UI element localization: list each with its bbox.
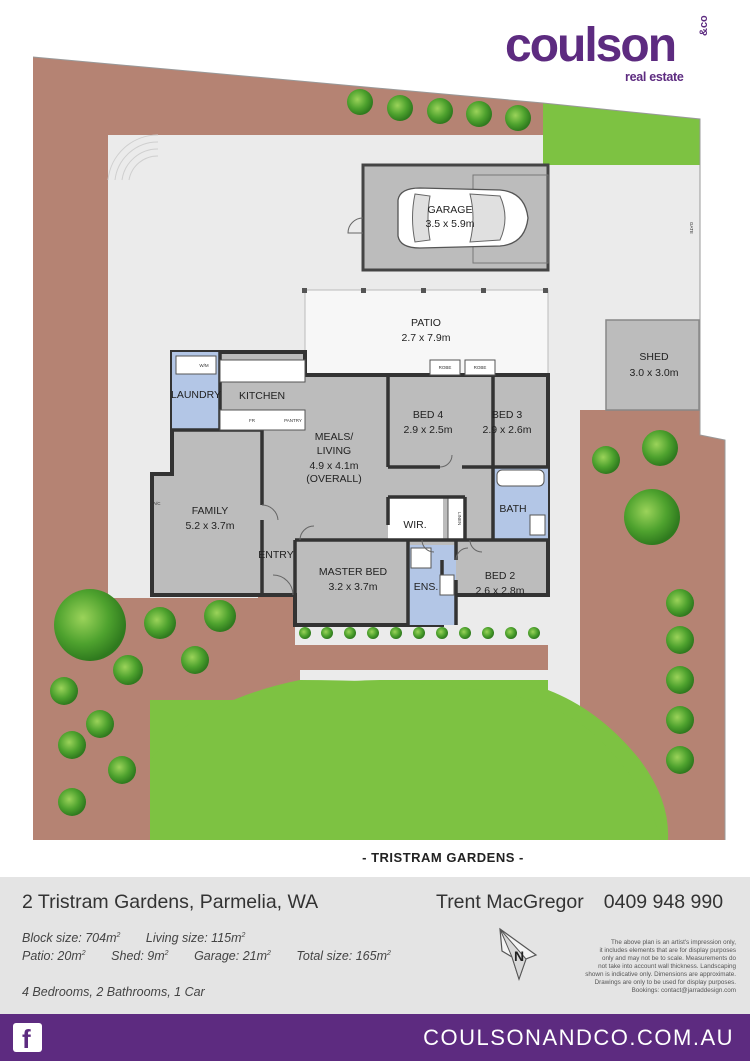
shed-room: [605, 319, 700, 411]
patio-name: PATIO: [411, 317, 441, 329]
interior-walls: [152, 352, 548, 625]
meals-note: (OVERALL): [306, 473, 361, 485]
kitchen-bench-top: [219, 359, 306, 383]
bed2-name: BED 2: [485, 570, 516, 582]
bath-vanity: [529, 514, 546, 536]
property-address: 2 Tristram Gardens, Parmelia, WA: [22, 891, 319, 913]
wm-label: W/M: [199, 363, 208, 368]
agent-phone[interactable]: 0409 948 990: [603, 891, 724, 913]
facebook-icon[interactable]: f: [13, 1023, 42, 1054]
agent-contact: Trent MacGregor 0409 948 990: [436, 891, 723, 914]
wir-name: WIR.: [403, 519, 426, 531]
garage-size: 3.5 x 5.9m: [425, 218, 474, 230]
patio-size-stat: Patio: 20m2: [22, 949, 86, 963]
total-size-stat: Total size: 165m2: [296, 949, 391, 963]
disclaimer-line: Bookings: contact@jarraddesign.com: [631, 987, 736, 994]
laundry-trough: [175, 355, 217, 375]
boundary-line: [32, 56, 726, 840]
ensuite-shower: [410, 547, 432, 569]
disclaimer-line: Drawings are only to be used for display…: [594, 979, 736, 986]
entry-name: ENTRY: [258, 549, 293, 561]
logo-tagline: real estate: [625, 70, 684, 84]
ens-name: ENS.: [414, 581, 439, 593]
meals-name-line2: LIVING: [317, 445, 351, 457]
kitchen-bench-bottom: [219, 409, 306, 431]
property-info-bar: 2 Tristram Gardens, Parmelia, WA Trent M…: [0, 877, 750, 1014]
footer-bar: f COULSONANDCO.COM.AU: [0, 1014, 750, 1061]
pantry-label: PANTRY: [284, 418, 302, 423]
living-size: Living size: 115m2: [145, 931, 246, 945]
paving-arcs: [107, 134, 159, 181]
door-swings: [261, 454, 483, 596]
disclaimer-line: not take into account wall thickness. La…: [598, 963, 736, 970]
robe-bed3: [464, 359, 496, 376]
wir-room: [388, 497, 443, 539]
kitchen-name: KITCHEN: [239, 390, 285, 402]
garage-name: GARAGE: [428, 204, 473, 216]
facebook-letter: f: [22, 1024, 31, 1054]
gate-label: GATE: [689, 222, 694, 234]
bed3-size: 2.9 x 2.6m: [482, 424, 531, 436]
bathtub: [496, 469, 545, 487]
fr-label: FR: [249, 418, 256, 423]
ac-label: A/C: [153, 501, 161, 506]
stats-row-1: Block size: 704m2 Living size: 115m2: [22, 931, 267, 945]
car-icon: [397, 187, 529, 249]
shed-size-stat: Shed: 9m2: [111, 949, 169, 963]
logo-co: &co: [698, 15, 710, 36]
linen-name: LINEN: [457, 512, 462, 525]
garden-bed-left: [33, 595, 548, 840]
hedge-shrubs: [299, 627, 540, 639]
stats-row-2: Patio: 20m2 Shed: 9m2 Garage: 21m2 Total…: [22, 949, 413, 963]
disclaimer-line: shown is indicative only. Dimensions are…: [585, 971, 736, 978]
brand-logo: coulson &co real estate: [505, 15, 720, 88]
property-summary: 4 Bedrooms, 2 Bathrooms, 1 Car: [22, 985, 205, 999]
shed-size: 3.0 x 3.0m: [629, 367, 678, 379]
disclaimer-line: it includes elements that are for displa…: [599, 947, 736, 954]
street-name: - TRISTRAM GARDENS -: [362, 850, 524, 865]
front-lawn-arc: [150, 680, 660, 840]
meals-name-line1: MEALS/: [315, 431, 354, 443]
logo-wordmark: coulson: [505, 19, 677, 72]
robe-label-bed3: ROBE: [474, 365, 487, 370]
bed2-size: 2.6 x 2.8m: [475, 585, 524, 597]
family-size: 5.2 x 3.7m: [185, 520, 234, 532]
bath-name: BATH: [499, 503, 526, 515]
agent-name: Trent MacGregor: [436, 891, 584, 913]
robe-bed4: [429, 359, 461, 376]
garage-side-door: [347, 217, 364, 234]
shed-name: SHED: [639, 351, 669, 363]
bed4-size: 2.9 x 2.5m: [403, 424, 452, 436]
laundry-name: LAUNDRY: [171, 389, 221, 401]
meals-size: 4.9 x 4.1m: [309, 460, 358, 472]
floor-plan: GATE GARAGE 3.5 x 5.9m PATIO 2.7 x 7.9m …: [32, 56, 726, 865]
robe-label-bed4: ROBE: [439, 365, 452, 370]
patio-size: 2.7 x 7.9m: [401, 332, 450, 344]
disclaimer-line: only and may not be to scale. Measuremen…: [601, 955, 736, 962]
bed3-name: BED 3: [492, 409, 523, 421]
shrubs: [50, 89, 694, 816]
disclaimer: The above plan is an artist's impression…: [558, 939, 736, 995]
website-link[interactable]: COULSONANDCO.COM.AU: [423, 1025, 734, 1050]
block-size: Block size: 704m2: [22, 931, 121, 945]
garage-size-stat: Garage: 21m2: [194, 949, 271, 963]
lawn-top: [543, 103, 700, 165]
compass-letter: N: [514, 948, 524, 964]
bed4-name: BED 4: [413, 409, 444, 421]
patio-area: [304, 289, 549, 376]
ensuite-vanity: [439, 574, 455, 596]
patio-posts: [302, 288, 548, 293]
master-size: 3.2 x 3.7m: [328, 581, 377, 593]
family-name: FAMILY: [192, 505, 229, 517]
master-name: MASTER BED: [319, 566, 388, 578]
disclaimer-line: The above plan is an artist's impression…: [611, 939, 736, 946]
north-compass-icon: N: [499, 927, 538, 981]
